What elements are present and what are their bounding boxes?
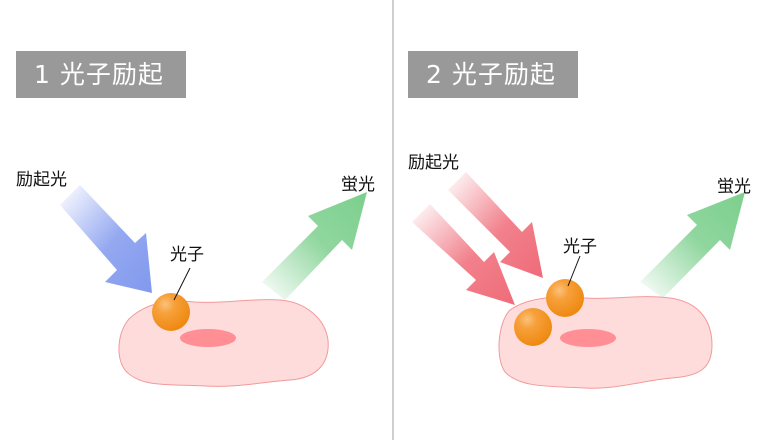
excitation-arrow-left	[60, 185, 152, 293]
fluorescence-label-right: 蛍光	[717, 177, 751, 197]
photon-label-left: 光子	[170, 245, 204, 265]
photon-right-2	[514, 308, 552, 346]
nucleus-left	[180, 329, 236, 347]
fluorescence-arrow-left	[262, 192, 367, 300]
fluorescence-label-left: 蛍光	[341, 175, 375, 195]
excitation-arrow-right-bottom	[412, 204, 515, 305]
photon-right-1	[546, 279, 584, 317]
photon-pointer-left	[173, 267, 191, 301]
panel-title-1photon: 1 光子励起	[16, 51, 186, 98]
photon-left	[152, 293, 190, 331]
cell-right	[498, 296, 713, 389]
cell-left	[118, 299, 329, 387]
panel-title-2photon: 2 光子励起	[408, 51, 578, 98]
excitation-arrow-right-top	[448, 172, 543, 278]
photon-label-right: 光子	[563, 237, 597, 257]
nucleus-right	[560, 329, 616, 347]
photon-pointer-right	[567, 255, 581, 287]
excitation-label-left: 励起光	[16, 170, 67, 190]
excitation-label-right: 励起光	[408, 153, 459, 173]
panel-divider	[392, 0, 394, 440]
fluorescence-arrow-right	[640, 192, 745, 298]
